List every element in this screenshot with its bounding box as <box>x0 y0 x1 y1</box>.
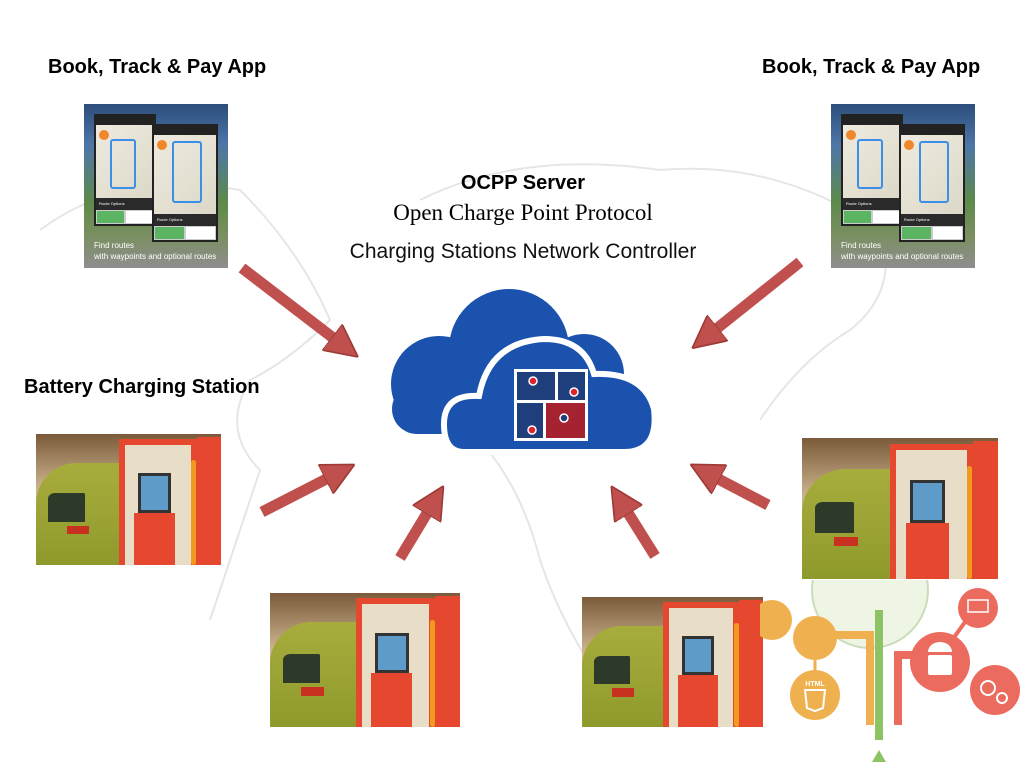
laptop-icon <box>958 588 998 628</box>
arrow-station-3 <box>395 500 435 561</box>
app-screenshot-right: Route Options Route Options Find routes w… <box>831 104 975 268</box>
charging-station-1 <box>36 434 221 565</box>
charging-station-2 <box>802 438 998 579</box>
phone-screen-back: Route Options <box>94 114 156 226</box>
circuit-board-icon <box>514 369 588 441</box>
html5-label: HTML <box>805 681 825 688</box>
charger-panel <box>905 522 949 579</box>
phone-screen-front: Route Options <box>899 124 965 242</box>
charger-panel <box>370 673 413 727</box>
arrow-station-2 <box>705 472 771 510</box>
arrow-app-right <box>705 257 804 338</box>
chart-icon <box>760 600 792 640</box>
route-options-label: Route Options <box>154 214 216 226</box>
controller-label: Charging Stations Network Controller <box>349 240 697 263</box>
app-caption: Find routes with waypoints and optional r… <box>94 240 216 262</box>
charging-hose <box>966 466 972 579</box>
charger-panel <box>134 512 175 565</box>
app-right-title: Book, Track & Pay App <box>762 56 981 78</box>
charging-station-3 <box>270 593 460 727</box>
arrow-station-4 <box>620 500 660 559</box>
charging-hose <box>734 623 740 727</box>
tech-infographic: HTML <box>760 580 1020 762</box>
caption-line-1: Find routes <box>94 241 135 250</box>
html5-icon <box>790 670 840 720</box>
charger-panel <box>677 675 718 727</box>
server-title: OCPP Server <box>460 172 586 194</box>
charger-screen <box>909 480 946 523</box>
protocol-label: Open Charge Point Protocol <box>393 200 653 225</box>
charger-screen <box>681 636 715 675</box>
app-left-title: Book, Track & Pay App <box>48 56 267 78</box>
phone-screen-back: Route Options <box>841 114 903 226</box>
caption-line-2: with waypoints and optional routes <box>841 252 964 261</box>
caption-line-2: with waypoints and optional routes <box>94 252 217 261</box>
route-options-label: Route Options <box>843 198 901 210</box>
charging-station-4 <box>582 597 763 727</box>
app-screenshot-left: Route Options Route Options Find routes w… <box>84 104 228 268</box>
charger-screen <box>137 473 172 513</box>
charging-hose <box>191 460 197 565</box>
route-options-label: Route Options <box>901 214 963 226</box>
app-caption: Find routes with waypoints and optional r… <box>841 240 963 262</box>
phone-screen-front: Route Options <box>152 124 218 242</box>
charging-hose <box>429 619 435 727</box>
arrow-app-left <box>238 263 345 347</box>
database-icon <box>793 616 837 660</box>
caption-line-1: Find routes <box>841 241 882 250</box>
arrow-station-1 <box>259 472 340 517</box>
charger-screen <box>374 633 409 674</box>
station-title: Battery Charging Station <box>24 376 260 398</box>
cloud-server-icon <box>391 289 658 455</box>
route-options-label: Route Options <box>96 198 154 210</box>
